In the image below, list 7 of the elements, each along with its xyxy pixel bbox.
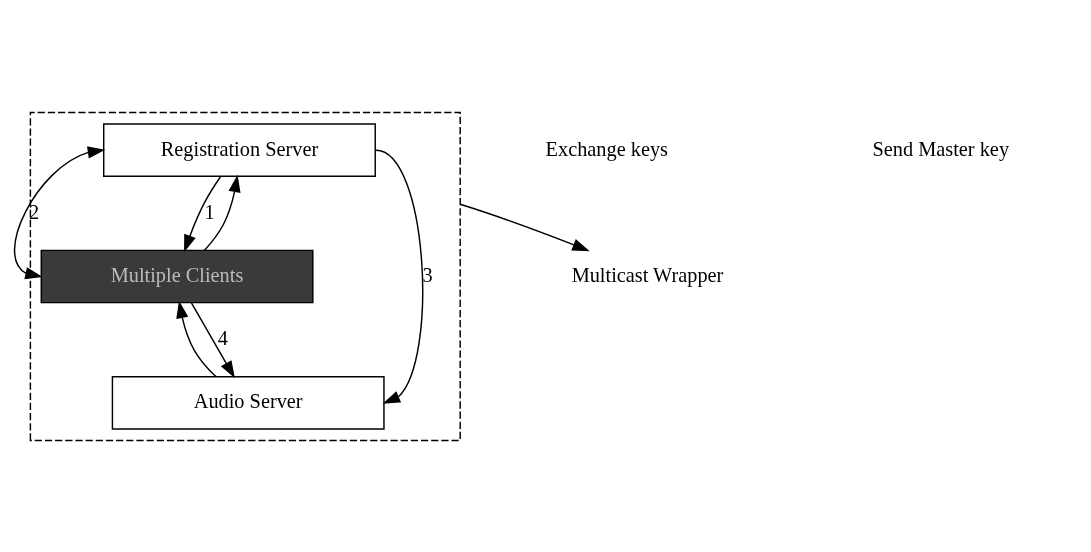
edge-label: 1 xyxy=(204,200,215,223)
label: Exchange keys xyxy=(545,137,669,160)
edge-label: 3 xyxy=(422,263,433,286)
edge-label: 4 xyxy=(217,326,228,349)
edge-label: 2 xyxy=(28,200,40,223)
label: Send Master key xyxy=(872,137,1010,160)
node-text: Multicast Wrapper xyxy=(571,263,724,286)
